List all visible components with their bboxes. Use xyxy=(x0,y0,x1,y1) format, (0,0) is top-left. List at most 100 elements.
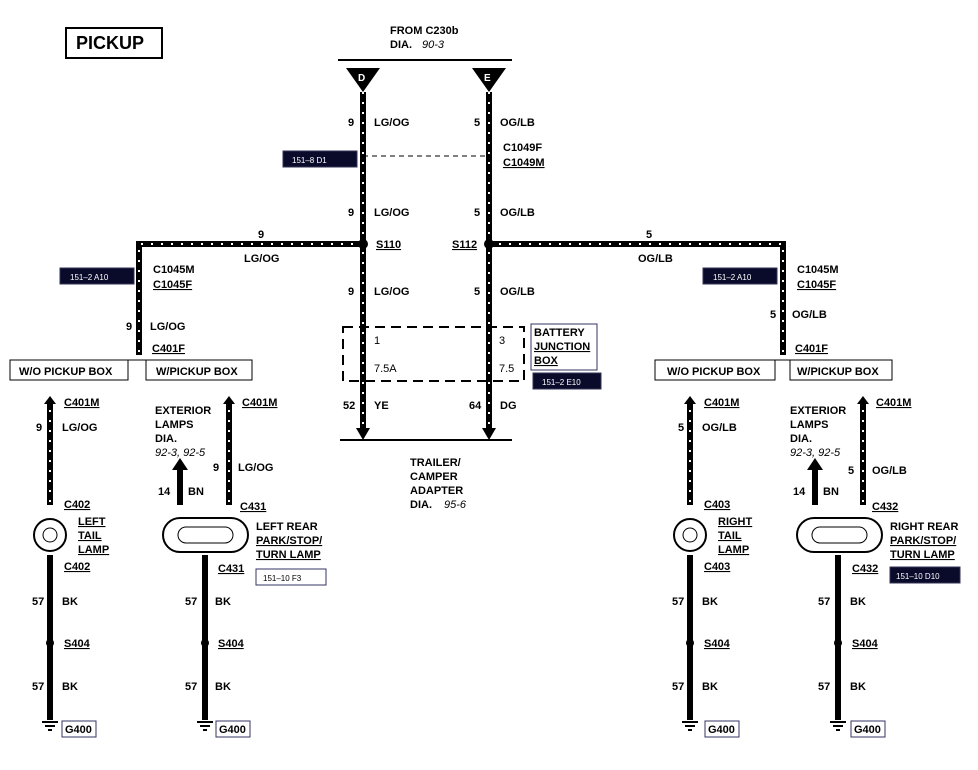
terminal-d-label: D xyxy=(358,73,365,84)
option-wo-box-left: W/O PICKUP BOX xyxy=(19,366,113,378)
left-rear-lamp-icon xyxy=(162,517,249,553)
wire-num: 64 xyxy=(469,400,482,412)
wire-num: 57 xyxy=(672,596,684,608)
connector-c1049m: C1049M xyxy=(503,157,545,169)
ref-label: 151–8 D1 xyxy=(292,156,327,165)
exterior-label: LAMPS xyxy=(790,419,829,431)
wire-color: BK xyxy=(215,681,231,693)
option-wo-box-right: W/O PICKUP BOX xyxy=(667,366,761,378)
lamp-label: LEFT REAR xyxy=(256,521,318,533)
ground-icon xyxy=(830,721,846,731)
exterior-label: LAMPS xyxy=(155,419,194,431)
ref-label: 151–10 D10 xyxy=(896,572,940,581)
exterior-label: DIA. xyxy=(790,433,812,445)
wire-num: 52 xyxy=(343,400,355,412)
option-box xyxy=(145,359,253,381)
splice-s404: S404 xyxy=(852,638,879,650)
wire-num: 57 xyxy=(185,681,197,693)
wire-color: LG/OG xyxy=(374,286,409,298)
connector-c1045f: C1045F xyxy=(153,279,192,291)
connector-c401m: C401M xyxy=(64,397,99,409)
ground-g400: G400 xyxy=(219,724,246,736)
connector-c401m: C401M xyxy=(242,397,277,409)
source-label: FROM C230b xyxy=(390,25,459,37)
option-box xyxy=(789,359,893,381)
splice-s112-icon xyxy=(484,239,494,249)
left-tail-lamp-icon xyxy=(33,518,67,552)
wire-num: 57 xyxy=(32,681,44,693)
wire-color: BK xyxy=(702,681,718,693)
exterior-label: DIA. xyxy=(155,433,177,445)
splice-s404: S404 xyxy=(64,638,91,650)
wire-num: 14 xyxy=(793,486,806,498)
wire-color: OG/LB xyxy=(500,117,535,129)
lamp-label: LAMP xyxy=(718,544,749,556)
lamp-label: PARK/STOP/ xyxy=(890,535,956,547)
wire-color: LG/OG xyxy=(374,117,409,129)
wire-num: 5 xyxy=(770,309,776,321)
exterior-refs: 92-3, 92-5 xyxy=(790,447,841,459)
wire-color: OG/LB xyxy=(872,465,907,477)
wire-num: 57 xyxy=(32,596,44,608)
lamp-label: TAIL xyxy=(718,530,742,542)
splice-s110-icon xyxy=(358,239,368,249)
terminal-e-icon xyxy=(472,68,506,92)
ground-g400: G400 xyxy=(708,724,735,736)
wire-color: BK xyxy=(62,681,78,693)
bjb-label: BATTERY xyxy=(534,327,585,339)
wire-num: 9 xyxy=(126,321,132,333)
lamp-label: PARK/STOP/ xyxy=(256,535,322,547)
option-w-box-right: W/PICKUP BOX xyxy=(797,366,879,378)
trailer-dia-ref: 95-6 xyxy=(444,499,467,511)
wire-num: 5 xyxy=(646,229,652,241)
wire-num: 9 xyxy=(213,462,219,474)
ye-arrow-icon xyxy=(356,428,370,440)
ref-label: 151–2 E10 xyxy=(542,378,581,387)
wire-num: 5 xyxy=(474,207,480,219)
right-tail-lamp-icon xyxy=(673,518,707,552)
wire-num: 9 xyxy=(348,117,354,129)
lamp-label: TURN LAMP xyxy=(890,549,955,561)
wire-color: BN xyxy=(188,486,204,498)
wire-num: 9 xyxy=(258,229,264,241)
right-rear-lamp-icon xyxy=(796,517,883,553)
wire-color: OG/LB xyxy=(702,422,737,434)
connector-c401f: C401F xyxy=(152,343,185,355)
wire-color: BK xyxy=(850,681,866,693)
connector-c402: C402 xyxy=(64,499,90,511)
source-dia-ref: 90-3 xyxy=(422,39,445,51)
wire-num: 5 xyxy=(848,465,854,477)
splice-s404: S404 xyxy=(704,638,731,650)
exterior-label: EXTERIOR xyxy=(790,405,846,417)
wire-color: BN xyxy=(823,486,839,498)
ref-box xyxy=(282,150,358,168)
lamp-label: RIGHT REAR xyxy=(890,521,959,533)
fuse-rating: 7.5 xyxy=(499,363,514,375)
splice-s112: S112 xyxy=(452,239,477,251)
connector-c401m: C401M xyxy=(704,397,739,409)
lamp-label: LAMP xyxy=(78,544,109,556)
wire-num: 5 xyxy=(678,422,684,434)
connector-c403: C403 xyxy=(704,499,730,511)
option-box xyxy=(654,359,776,381)
bjb-label: JUNCTION xyxy=(534,341,590,353)
option-w-box-left: W/PICKUP BOX xyxy=(156,366,238,378)
fuse-pin: 3 xyxy=(499,335,505,347)
wire-color: LG/OG xyxy=(244,253,279,265)
option-box xyxy=(9,359,129,381)
battery-junction-box xyxy=(342,326,525,382)
bjb-label-box xyxy=(530,323,598,371)
wire-color: LG/OG xyxy=(374,207,409,219)
wire-color: LG/OG xyxy=(238,462,273,474)
trailer-label: TRAILER/ xyxy=(410,457,461,469)
wire-num: 9 xyxy=(348,286,354,298)
connector-c431: C431 xyxy=(240,501,266,513)
wire-color: OG/LB xyxy=(500,207,535,219)
wire-color: BK xyxy=(215,596,231,608)
left-rear-circuit xyxy=(177,400,232,720)
title-box xyxy=(65,27,163,59)
exterior-label: EXTERIOR xyxy=(155,405,211,417)
connector-c431: C431 xyxy=(218,563,244,575)
connector-c432: C432 xyxy=(872,501,898,513)
